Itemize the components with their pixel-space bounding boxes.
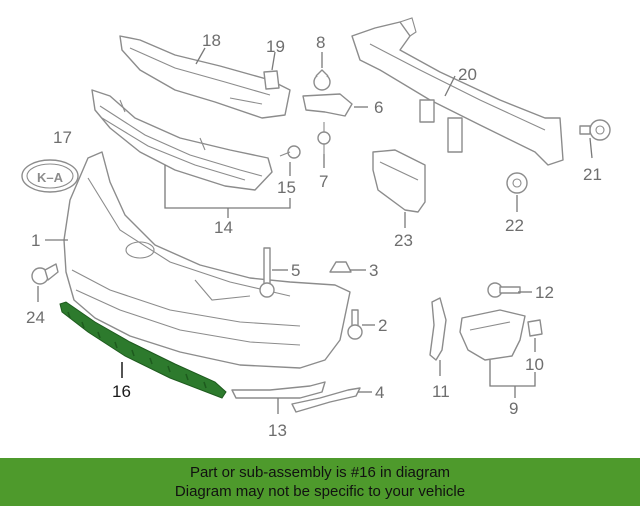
callout-1: 1 — [31, 231, 40, 250]
leader-lines — [37, 47, 593, 414]
part-21-clip — [579, 119, 611, 141]
callout-7: 7 — [319, 172, 328, 191]
callout-8: 8 — [316, 33, 325, 52]
part-13-trim — [231, 381, 326, 399]
callout-17: 17 — [53, 128, 72, 147]
callout-9: 9 — [509, 399, 518, 418]
callout-13: 13 — [268, 421, 287, 440]
banner-line-part: Part or sub-assembly is #16 in diagram — [189, 464, 451, 481]
callout-labels: 18 19 8 20 6 17 21 7 15 22 14 1 23 5 3 1… — [26, 31, 602, 440]
callout-24: 24 — [26, 308, 45, 327]
part-16-lower-strip-highlighted — [59, 301, 227, 399]
callout-4: 4 — [375, 383, 384, 402]
callout-16: 16 — [112, 382, 131, 401]
part-15-screw — [279, 145, 301, 159]
part-11-bracket — [429, 297, 447, 361]
callout-15: 15 — [277, 178, 296, 197]
part-24-push-pin — [31, 263, 59, 285]
part-5-bolt — [259, 247, 275, 298]
part-22-nut — [506, 172, 528, 194]
callout-18: 18 — [202, 31, 221, 50]
part-info-banner: Part or sub-assembly is #16 in diagram D… — [0, 458, 640, 506]
part-8-bolt — [313, 69, 331, 91]
part-18-upper-absorber — [119, 35, 291, 119]
exploded-parts-diagram: K–A — [21, 17, 611, 440]
callout-23: 23 — [394, 231, 413, 250]
part-7-screw — [317, 122, 331, 154]
emblem-logo-text: K–A — [37, 170, 64, 185]
part-10-clip — [527, 319, 543, 337]
callout-3: 3 — [369, 261, 378, 280]
part-20-bumper-beam — [351, 17, 564, 166]
part-1-bumper-cover — [63, 151, 351, 369]
part-23-sensor-module — [372, 149, 426, 213]
callout-21: 21 — [583, 165, 602, 184]
part-17-emblem: K–A — [21, 159, 79, 193]
callout-20: 20 — [458, 65, 477, 84]
callout-5: 5 — [291, 261, 300, 280]
callout-19: 19 — [266, 37, 285, 56]
part-14-grille — [91, 89, 273, 191]
part-19-clip — [263, 70, 280, 90]
callout-10: 10 — [525, 355, 544, 374]
part-3-clip — [329, 261, 352, 273]
callout-2: 2 — [378, 316, 387, 335]
part-2-bolt — [347, 309, 363, 340]
part-6-bracket — [302, 93, 353, 117]
callout-12: 12 — [535, 283, 554, 302]
part-12-screw — [487, 282, 521, 298]
part-9-bracket — [459, 309, 526, 361]
banner-line-disclaimer: Diagram may not be specific to your vehi… — [174, 483, 466, 500]
callout-14: 14 — [214, 218, 233, 237]
callout-22: 22 — [505, 216, 524, 235]
callout-6: 6 — [374, 98, 383, 117]
callout-11: 11 — [432, 382, 450, 401]
